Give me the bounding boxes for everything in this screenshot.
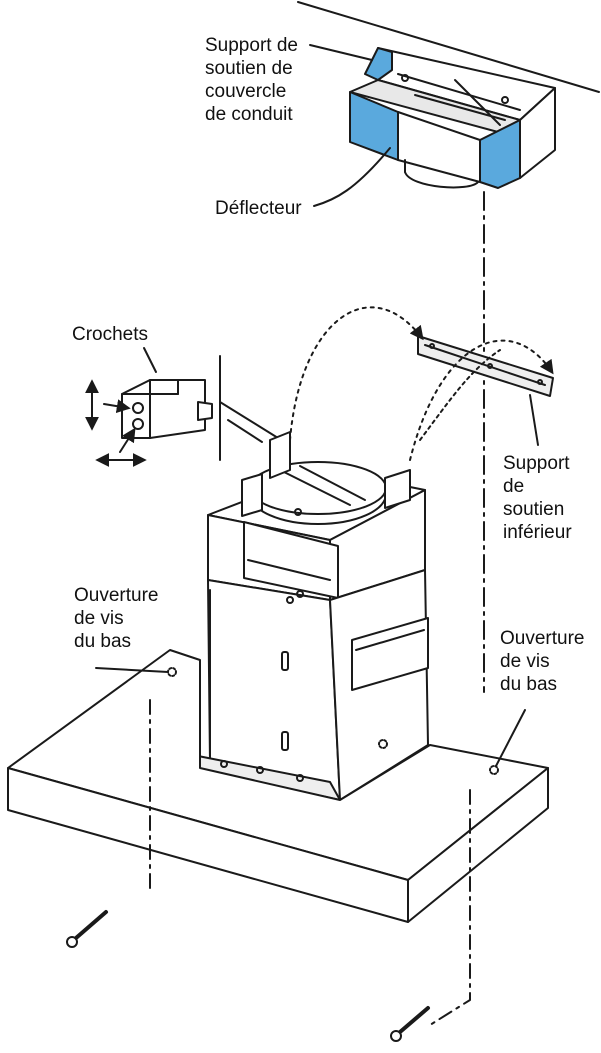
label-line: de vis — [74, 608, 124, 629]
lower-support-bracket — [417, 335, 554, 397]
bracket-blue-right — [479, 119, 521, 189]
hook-detail — [85, 347, 213, 467]
leader-deflector — [313, 147, 391, 207]
leader-screw-left — [95, 667, 169, 673]
label-line: du bas — [74, 631, 132, 652]
label-bottom-screw-right: Ouverture de vis du bas — [500, 627, 584, 696]
leader-duct-bracket — [309, 44, 373, 61]
label-line: Support de — [205, 35, 298, 56]
label-line: de vis — [500, 651, 550, 672]
leader-lower-bracket — [419, 349, 501, 441]
label-hooks: Crochets — [72, 324, 149, 345]
label-deflector: Déflecteur — [215, 198, 302, 219]
label-line: Ouverture — [500, 628, 585, 649]
bracket-blue-tab — [364, 47, 393, 81]
ceiling-line — [297, 1, 600, 93]
label-line: couvercle — [205, 81, 287, 102]
label-line: inférieur — [503, 522, 572, 543]
label-line: du bas — [500, 674, 558, 695]
label-lower-bracket: Support de soutien inférieur — [503, 452, 572, 544]
motor-housing — [207, 431, 426, 601]
label-line: soutien — [503, 499, 565, 520]
screw-left — [66, 910, 108, 948]
screw-path-right — [429, 789, 471, 1026]
label-line: de — [503, 476, 525, 497]
duct-cover-bracket — [349, 47, 556, 189]
chimney-box — [197, 569, 429, 801]
label-line: de conduit — [205, 104, 293, 125]
hood-canopy — [7, 649, 549, 923]
label-duct-cover-bracket: Support de soutien de couvercle de condu… — [205, 34, 298, 126]
arc-hook-right — [409, 339, 554, 461]
callout-line-2 — [219, 401, 279, 439]
label-line: soutien de — [205, 58, 293, 79]
label-bottom-screw-left: Ouverture de vis du bas — [74, 584, 158, 653]
arc-hook-left — [289, 306, 424, 441]
label-line: Support — [503, 453, 570, 474]
screw-right — [390, 1006, 430, 1042]
callout-line-3 — [227, 419, 263, 443]
leader-screw-right — [495, 709, 526, 767]
label-line: Ouverture — [74, 585, 159, 606]
leader-lower-bracket-label — [529, 394, 539, 446]
